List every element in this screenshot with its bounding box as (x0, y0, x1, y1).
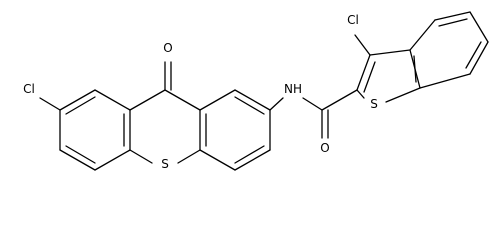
left-chlorine-label: Cl (23, 82, 35, 96)
amide-oxygen-label: O (320, 141, 329, 155)
bond-lines (39, 11, 489, 171)
atom-labels: O Cl S NH O Cl S (23, 13, 378, 171)
molecule-diagram: O Cl S NH O Cl S (23, 11, 489, 171)
thiophene-sulfur-label: S (370, 97, 378, 111)
amide-nitrogen-label: NH (284, 82, 302, 96)
right-chlorine-label: Cl (347, 13, 359, 27)
ring-sulfur-label: S (161, 157, 169, 171)
ketone-oxygen-label: O (163, 41, 172, 55)
